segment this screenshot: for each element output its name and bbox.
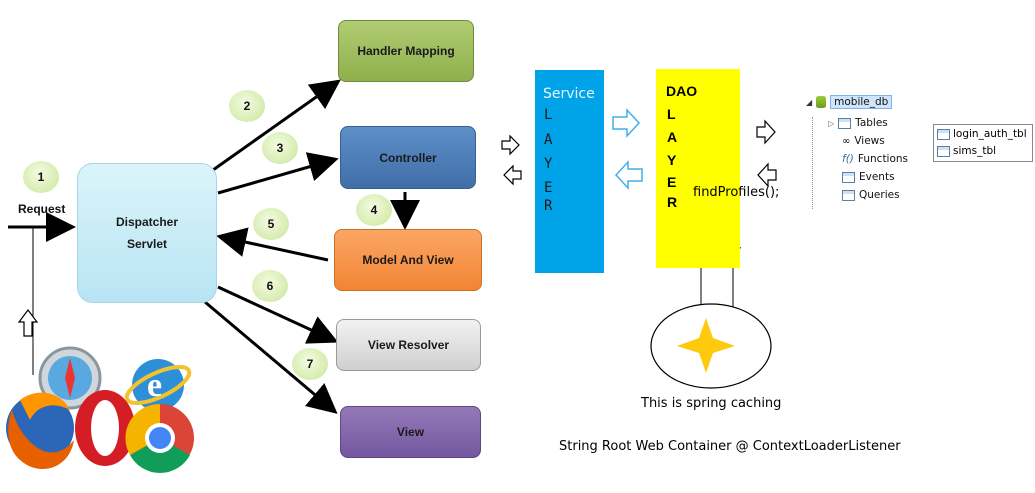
browser-logos: e	[6, 346, 194, 473]
arrow-to-view	[204, 300, 338, 414]
service-title: Service	[543, 86, 595, 102]
step-4-badge: 4	[356, 194, 392, 226]
controller-box: Controller	[340, 126, 476, 189]
tables-popup: login_auth_tbl sims_tbl	[933, 124, 1033, 162]
table-item[interactable]: login_auth_tbl	[953, 128, 1027, 140]
service-letter: R	[544, 198, 553, 214]
views-icon: ∞	[842, 135, 851, 147]
step-3-badge: 3	[262, 132, 298, 164]
dao-layer-box: DAO L A Y E R	[656, 69, 740, 268]
dao-method-call: findProfiles();	[693, 185, 780, 200]
hollow-arrow-icon	[757, 162, 777, 188]
hollow-arrow-icon	[612, 108, 641, 138]
step-2-badge: 2	[229, 90, 265, 122]
table-item[interactable]: sims_tbl	[953, 145, 997, 157]
firefox-icon	[6, 392, 75, 470]
step-7-badge: 7	[292, 348, 328, 380]
table-icon	[937, 128, 950, 140]
dao-title: DAO	[666, 83, 698, 99]
step-6-badge: 6	[252, 270, 288, 302]
db-item-queries[interactable]: Queries	[859, 189, 900, 201]
arrow-model-to-dispatcher	[216, 227, 329, 262]
hollow-arrow-icon	[756, 119, 776, 145]
service-layer-box: Service L A Y E R	[535, 70, 604, 273]
model-and-view-box: Model And View	[334, 229, 482, 291]
db-item-views[interactable]: Views	[854, 135, 885, 147]
dao-letter: L	[667, 106, 676, 122]
dao-letter: E	[667, 174, 677, 190]
dao-letter: Y	[667, 152, 677, 168]
dao-letter: R	[667, 194, 678, 210]
step-1-badge: 1	[23, 161, 59, 193]
step-5-badge: 5	[253, 208, 289, 240]
request-label: Request	[18, 202, 66, 216]
db-item-tables[interactable]: Tables	[855, 117, 888, 129]
arrow-to-controller	[217, 152, 339, 195]
table-icon	[937, 145, 950, 157]
queries-icon	[842, 189, 855, 201]
view-resolver-box: View Resolver	[336, 319, 481, 371]
view-box: View	[340, 406, 481, 458]
hollow-arrow-icon	[614, 160, 643, 190]
dispatcher-label-line1: Dispatcher	[115, 215, 179, 229]
service-letter: A	[544, 132, 553, 148]
dispatcher-servlet-box: Dispatcher Servlet	[77, 163, 217, 303]
functions-icon: f()	[842, 153, 854, 165]
container-caption: String Root Web Container @ ContextLoade…	[559, 439, 901, 454]
hollow-arrow-icon	[503, 164, 522, 186]
service-letter: E	[544, 180, 553, 196]
tables-icon	[838, 117, 852, 129]
star-icon	[677, 318, 735, 373]
db-item-functions[interactable]: Functions	[857, 153, 909, 165]
ie-icon: e	[124, 359, 192, 411]
db-tree: ◢ mobile_db ▷ Tables ∞ Views f() Functio…	[806, 95, 1035, 215]
database-icon	[816, 96, 827, 108]
service-letter: Y	[544, 156, 553, 172]
handler-mapping-box: Handler Mapping	[338, 20, 474, 82]
db-item-events[interactable]: Events	[859, 171, 895, 183]
arrow-to-view-resolver	[217, 285, 339, 344]
dao-letter: A	[667, 129, 678, 145]
safari-icon	[38, 346, 102, 410]
opera-icon	[75, 390, 135, 466]
dispatcher-label-line2: Servlet	[126, 237, 168, 251]
hollow-arrow-icon	[17, 309, 39, 337]
service-letter: L	[544, 107, 553, 123]
svg-text:e: e	[147, 367, 162, 404]
caching-caption: This is spring caching	[641, 396, 782, 411]
hollow-arrow-icon	[501, 134, 520, 156]
events-icon	[842, 171, 855, 183]
arrow-to-handler-mapping	[212, 79, 341, 172]
chrome-icon	[125, 403, 194, 473]
db-root-label[interactable]: mobile_db	[830, 95, 893, 109]
